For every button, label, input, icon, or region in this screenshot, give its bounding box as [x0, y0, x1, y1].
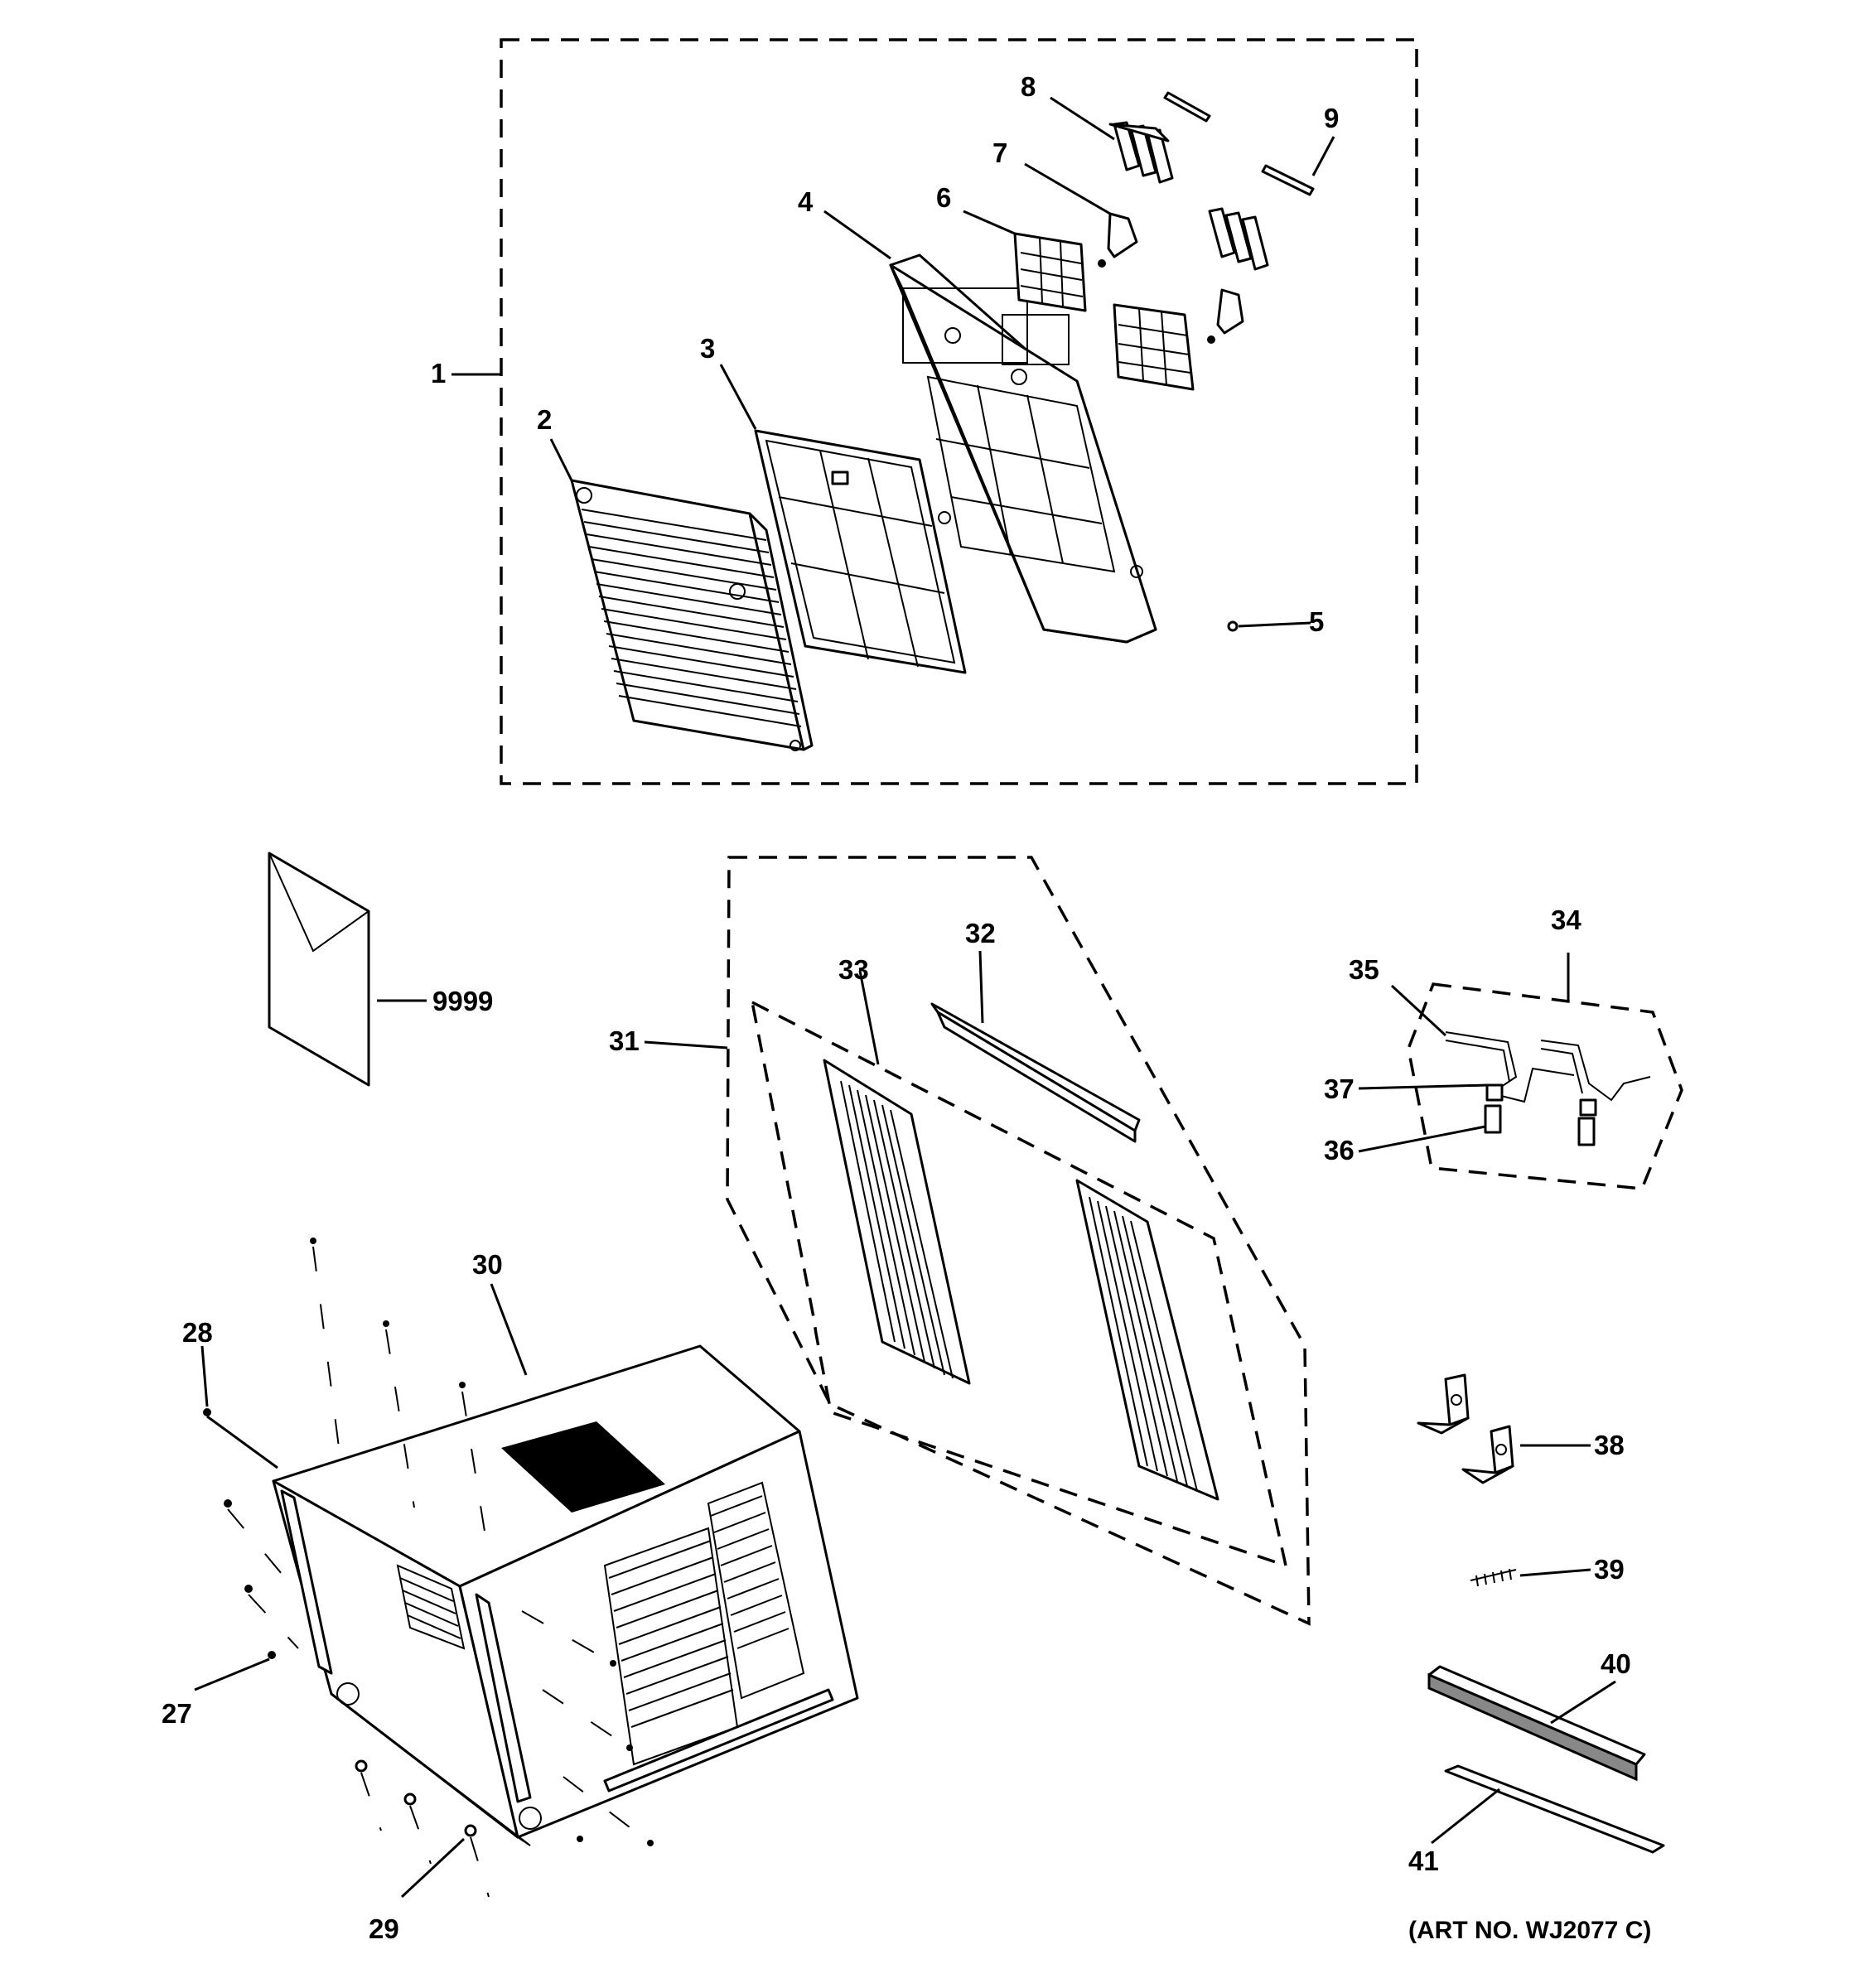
owner-manual-envelope [268, 852, 370, 1087]
front-louvers [603, 1481, 805, 1766]
side-panel-right [1075, 1179, 1219, 1501]
callout-labels: 1 2 3 4 5 6 7 8 9 9999 31 32 33 34 35 37… [162, 71, 1651, 1944]
support-bracket-right [1540, 1040, 1651, 1102]
louver-knob-lower [1207, 288, 1244, 344]
callout-40: 40 [1601, 1648, 1631, 1679]
side-panel-kit-outer-box [726, 856, 1311, 1626]
top-channel-rail [930, 1002, 1141, 1143]
callout-9: 9 [1324, 103, 1339, 133]
callout-34: 34 [1551, 905, 1582, 935]
callout-32: 32 [965, 918, 996, 948]
support-bracket-kit-box [1407, 982, 1683, 1190]
side-panel-left [823, 1059, 971, 1385]
louver-blades-lower [1208, 207, 1269, 271]
louver-knob-upper [1098, 212, 1138, 268]
callout-30: 30 [472, 1249, 503, 1280]
leader-lines-group31 [644, 950, 984, 1065]
leader-lines-right-parts [1431, 1444, 1616, 1845]
support-bolts [1484, 1083, 1597, 1146]
outer-cabinet [272, 1344, 859, 1846]
callout-4: 4 [798, 186, 814, 217]
callout-38: 38 [1594, 1430, 1625, 1460]
callout-41: 41 [1408, 1846, 1439, 1876]
louver-blades-upper [1108, 121, 1174, 184]
callout-36: 36 [1324, 1135, 1355, 1165]
front-assembly-group-box [500, 38, 1418, 785]
callout-1: 1 [431, 358, 446, 388]
callout-6: 6 [936, 182, 951, 213]
louver-grille-lower [1113, 303, 1195, 391]
callout-2: 2 [537, 404, 552, 435]
side-louvers [396, 1564, 466, 1650]
seal-strip [1444, 1764, 1665, 1854]
front-cabinet-frame [889, 253, 1157, 644]
callout-8: 8 [1021, 71, 1036, 102]
callout-5: 5 [1309, 606, 1324, 637]
air-filter [754, 429, 967, 674]
louver-link-lower [1261, 164, 1315, 196]
cabinet-screw-leaders [227, 1246, 651, 1898]
side-panel-kit-inner-box [750, 999, 1288, 1568]
callout-31: 31 [609, 1025, 640, 1056]
cabinet-screws [203, 1238, 654, 1846]
callout-3: 3 [700, 333, 715, 364]
leader-lines-cabinet [194, 1283, 528, 1899]
callout-37: 37 [1324, 1074, 1355, 1104]
screws-39 [1470, 1568, 1517, 1587]
front-grille-panel [570, 479, 814, 751]
callout-35: 35 [1349, 954, 1379, 985]
screw-5 [1227, 620, 1239, 632]
callout-27: 27 [162, 1698, 192, 1729]
callout-33: 33 [838, 954, 869, 985]
louver-link-upper [1163, 91, 1211, 123]
leader-lines-group34 [1358, 953, 1570, 1153]
foam-seal-strip [1427, 1665, 1646, 1782]
callout-9999: 9999 [432, 986, 493, 1016]
louver-grille-upper [1013, 232, 1087, 312]
callout-29: 29 [369, 1913, 399, 1944]
top-vent-opening [501, 1421, 665, 1513]
mounting-angle-brackets [1417, 1373, 1514, 1484]
callout-7: 7 [992, 138, 1007, 168]
art-number: (ART NO. WJ2077 C) [1408, 1917, 1651, 1944]
leader-lines-group1 [452, 96, 1335, 628]
callout-28: 28 [182, 1317, 213, 1348]
callout-39: 39 [1594, 1554, 1625, 1585]
